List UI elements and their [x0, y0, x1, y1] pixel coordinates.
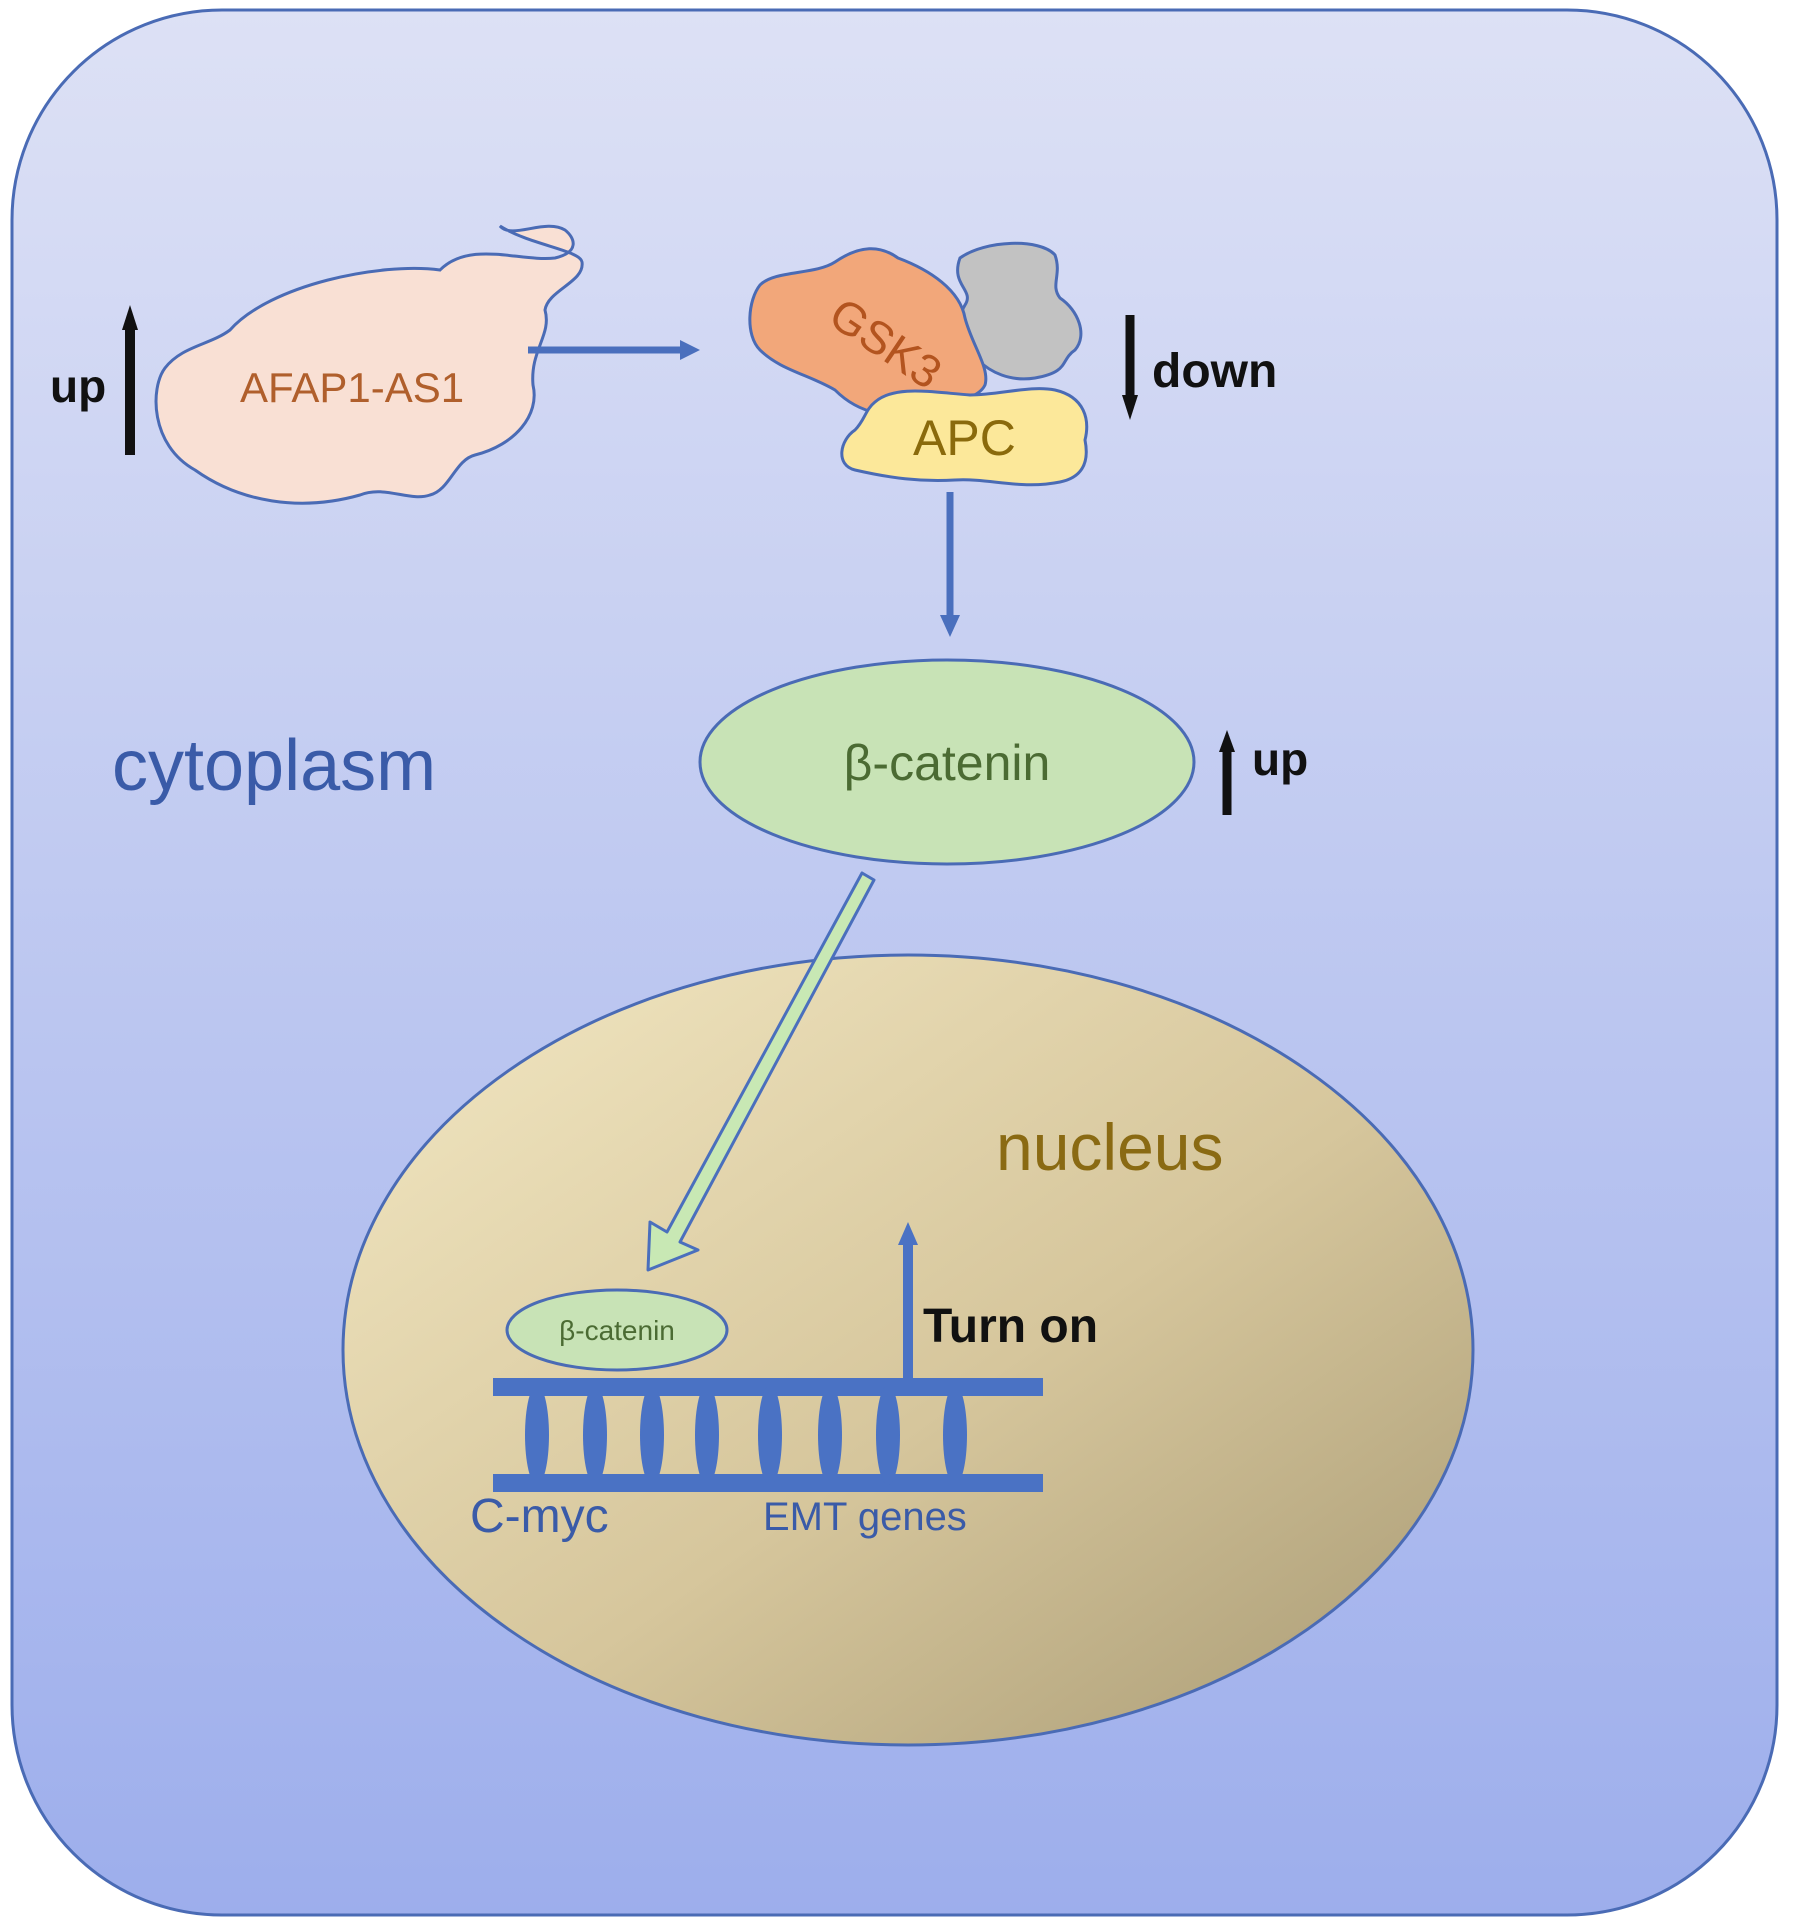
afap1-as1-label: AFAP1-AS1 [240, 364, 464, 411]
afap1-as1-shape [154, 224, 584, 505]
up-arrow-left-head [122, 305, 138, 330]
nucleus-label: nucleus [996, 1110, 1224, 1184]
dna-rung [695, 1385, 719, 1485]
dna-rung [583, 1385, 607, 1485]
arrow-apc-to-beta-catenin-head [940, 615, 960, 637]
up-arrow-right-head [1219, 730, 1235, 752]
arrow-afap1-to-gsk3-head [680, 340, 700, 360]
translocation-arrow [646, 871, 876, 1272]
down-label: down [1152, 345, 1277, 398]
dna-rung [758, 1385, 782, 1485]
dna-rung [876, 1385, 900, 1485]
beta-catenin-label: β-catenin [844, 735, 1051, 791]
dna-rung [943, 1385, 967, 1485]
apc-shape [840, 387, 1089, 487]
turn-on-arrow-head [898, 1222, 918, 1245]
dna-rung [818, 1385, 842, 1485]
dna-ladder [493, 1378, 1043, 1492]
gsk3-shape [748, 247, 988, 417]
dna-rung [525, 1385, 549, 1485]
cmyc-label: C-myc [470, 1490, 609, 1543]
beta-catenin-shape [698, 658, 1196, 866]
turn-on-label: Turn on [923, 1300, 1098, 1353]
apc-label: APC [913, 410, 1016, 466]
beta-catenin-small-shape [505, 1288, 729, 1372]
down-arrow-head [1122, 395, 1138, 420]
cytoplasm-label: cytoplasm [112, 726, 436, 806]
emt-genes-label: EMT genes [763, 1495, 967, 1539]
dna-rung [640, 1385, 664, 1485]
beta-catenin-small-label: β-catenin [559, 1315, 675, 1346]
up-label-left: up [50, 360, 106, 412]
up-label-right: up [1252, 733, 1308, 785]
